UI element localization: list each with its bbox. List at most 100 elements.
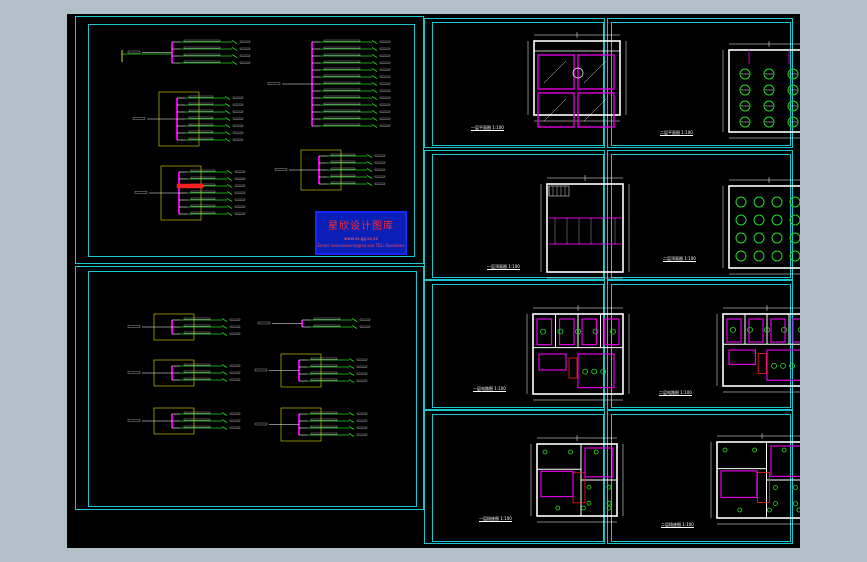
ceiling-light [753,232,765,244]
load-label [359,325,371,328]
breaker-symbol [226,212,233,216]
load-label [232,124,244,127]
diagonal-hatch [583,60,607,84]
room-finish [603,318,620,346]
circuit-label [323,88,361,91]
diagonal-hatch [543,60,567,84]
diagonal-hatch [543,98,567,122]
stair [572,472,586,504]
ceiling-light [735,250,747,262]
feeder-label [254,422,268,426]
breaker-symbol [351,318,358,322]
socket-symbol [593,449,599,455]
socket-symbol [606,484,612,490]
load-label [229,419,241,422]
breaker-symbol [371,89,378,93]
load-label [229,371,241,374]
circuit-label [183,46,221,49]
load-label [239,61,251,64]
breaker-symbol [366,168,373,172]
circuit-label [310,418,338,421]
load-label [234,177,246,180]
breaker-symbol [221,378,228,382]
circuit-label [310,411,338,414]
fixture-symbol [540,328,546,335]
circuit-label [188,130,214,133]
breaker-symbol [366,154,373,158]
sheet-inner-border [432,284,604,408]
socket-symbol [581,505,586,511]
socket-symbol [555,505,561,511]
fixture-symbol [575,328,581,335]
exterior-wall [728,49,800,133]
plan-sheet-1 [424,18,605,148]
breaker-symbol [371,75,378,79]
circuit-label [323,95,361,98]
load-label [234,205,246,208]
feeder-label [267,82,281,85]
ceiling-light [787,68,799,80]
circuit-label [330,153,356,156]
socket-symbol [606,505,612,511]
plan-title: 二层电路图 1:100 [659,390,692,396]
breaker-symbol [371,40,378,44]
fixture-symbol [789,362,795,369]
load-label [234,191,246,194]
sheet-inner-border [432,414,604,542]
plan-sheet-4 [607,150,793,280]
plan-title: 一层插座图 1:100 [479,516,512,522]
socket-symbol [796,507,800,513]
socket-symbol [773,501,778,507]
room-finish [536,318,553,346]
fixture-symbol [764,326,770,333]
ceiling-light [753,214,765,226]
load-label [232,103,244,106]
breaker-symbol [371,82,378,86]
room-finish [728,349,756,365]
load-label [229,412,241,415]
fixture-symbol [747,326,753,333]
feeder-label [127,325,141,328]
room-finish [770,318,786,343]
breaker-symbol [366,182,373,186]
load-label [379,82,391,85]
load-label [234,170,246,173]
stair [568,357,578,379]
breaker-symbol [351,325,358,329]
socket-symbol [752,447,757,453]
load-label [379,96,391,99]
breaker-symbol [371,61,378,65]
breaker-symbol [348,419,355,423]
cad-drawing-canvas[interactable]: 星欣设计图库 www.xx.gg.xx.xx Email: xxxxxxxxxx… [67,14,800,548]
plan-title: 二层平面图 1:100 [660,130,693,136]
stair [757,353,767,375]
breaker-symbol [224,110,231,114]
room-finish [558,318,575,346]
circuit-label [310,425,338,428]
load-label [374,168,386,171]
fixture-symbol [591,368,598,375]
load-label [379,110,391,113]
plan-sheet-3 [424,150,605,280]
circuit-label [183,363,211,366]
distribution-schematic-graphics [121,39,391,442]
circuit-label [190,211,216,214]
ceiling-light [763,116,775,128]
breaker-symbol [224,103,231,107]
breaker-symbol [221,364,228,368]
load-label [374,161,386,164]
ceiling-light [771,214,783,226]
socket-symbol [793,501,798,507]
circuit-label [323,116,361,119]
load-label [356,358,368,361]
load-label [356,372,368,375]
ceiling-light [789,250,800,262]
feeder-label [254,368,268,372]
breaker-symbol [371,96,378,100]
circuit-label [190,197,216,200]
breaker-symbol [226,184,233,188]
room-finish [581,318,598,346]
fixture-symbol [592,328,599,335]
room-finish [584,447,614,478]
sheet-inner-border [611,284,791,408]
